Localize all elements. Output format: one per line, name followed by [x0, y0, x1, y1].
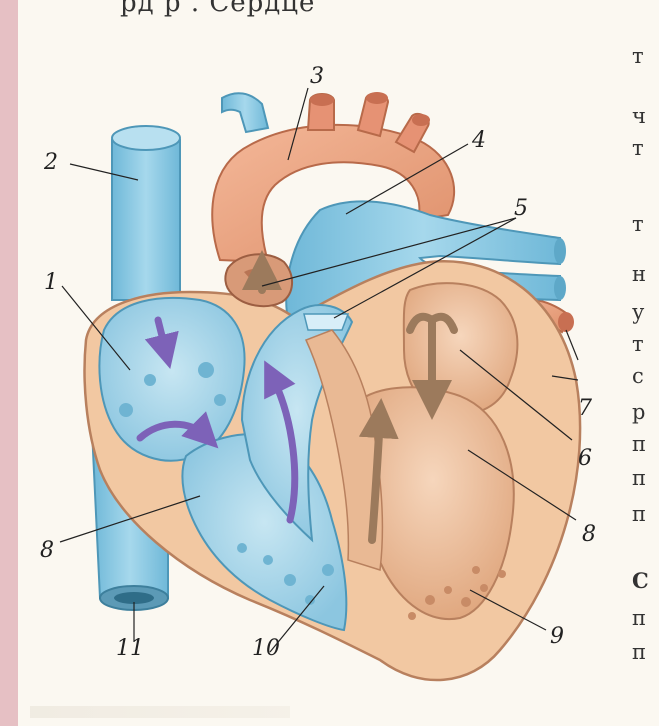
superior-vena-cava — [112, 126, 180, 300]
label-2: 2 — [44, 150, 58, 175]
label-11: 11 — [116, 636, 144, 661]
label-4: 4 — [472, 128, 486, 153]
label-1: 1 — [44, 270, 58, 295]
label-5: 5 — [514, 196, 528, 221]
label-10: 10 — [252, 636, 280, 661]
label-8-right: 8 — [582, 522, 596, 547]
label-6: 6 — [578, 446, 592, 471]
label-8-left: 8 — [40, 538, 54, 563]
bottom-text-blur — [30, 706, 290, 718]
label-9: 9 — [550, 624, 564, 649]
label-3: 3 — [310, 64, 324, 89]
label-7: 7 — [578, 396, 592, 421]
small-vessel-top — [222, 93, 268, 132]
